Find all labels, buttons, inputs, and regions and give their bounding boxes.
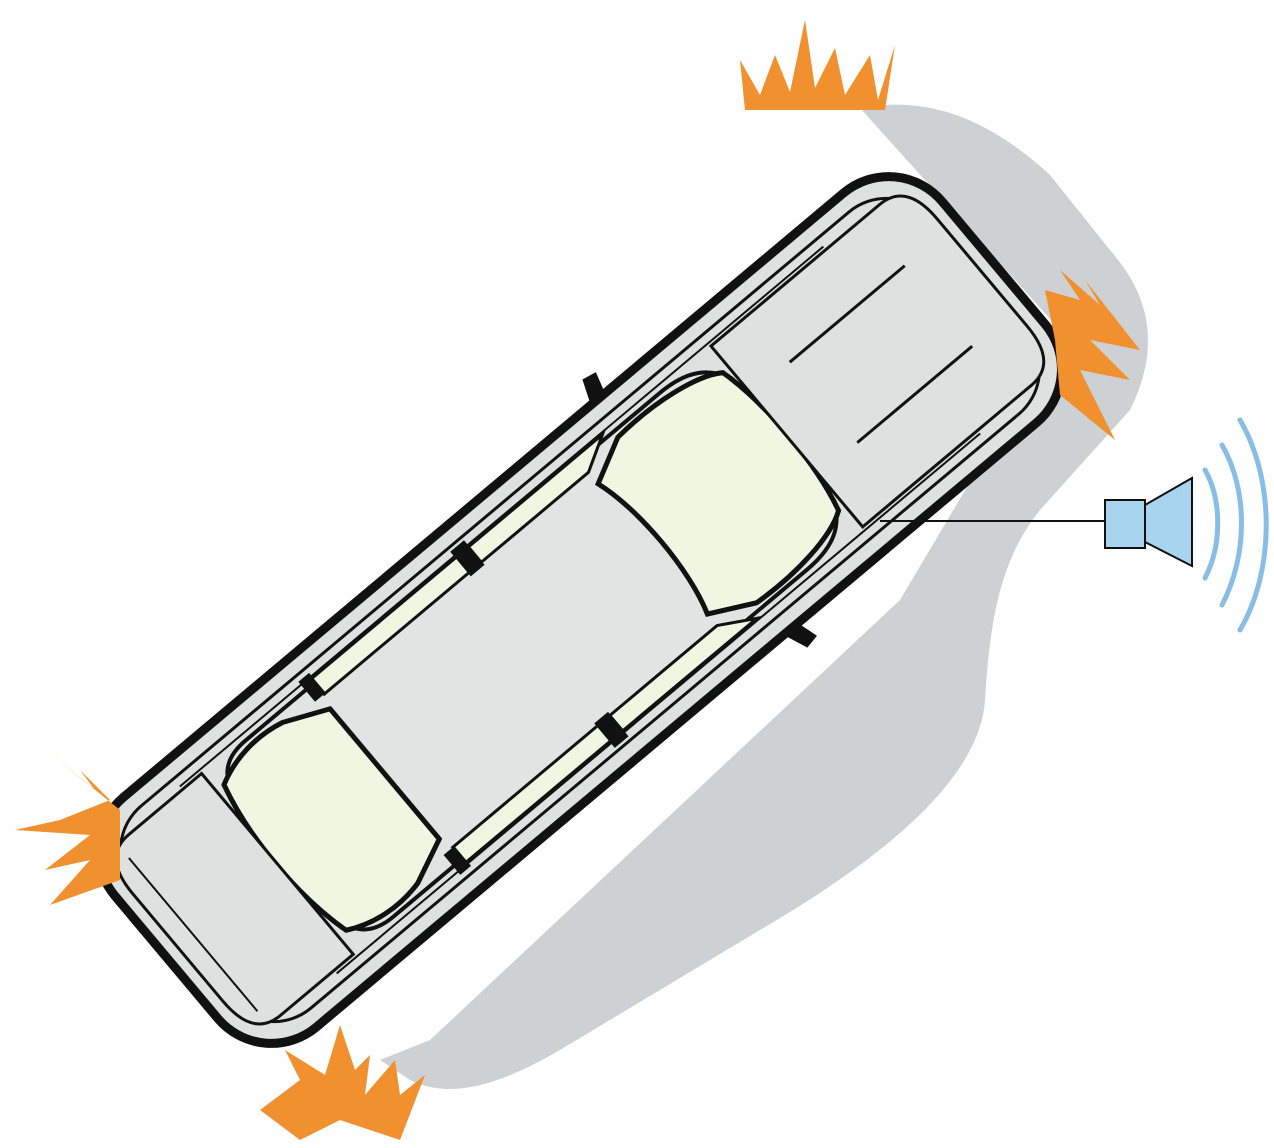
speaker-icon — [1105, 478, 1192, 566]
sound-wave-icon — [1205, 420, 1266, 630]
